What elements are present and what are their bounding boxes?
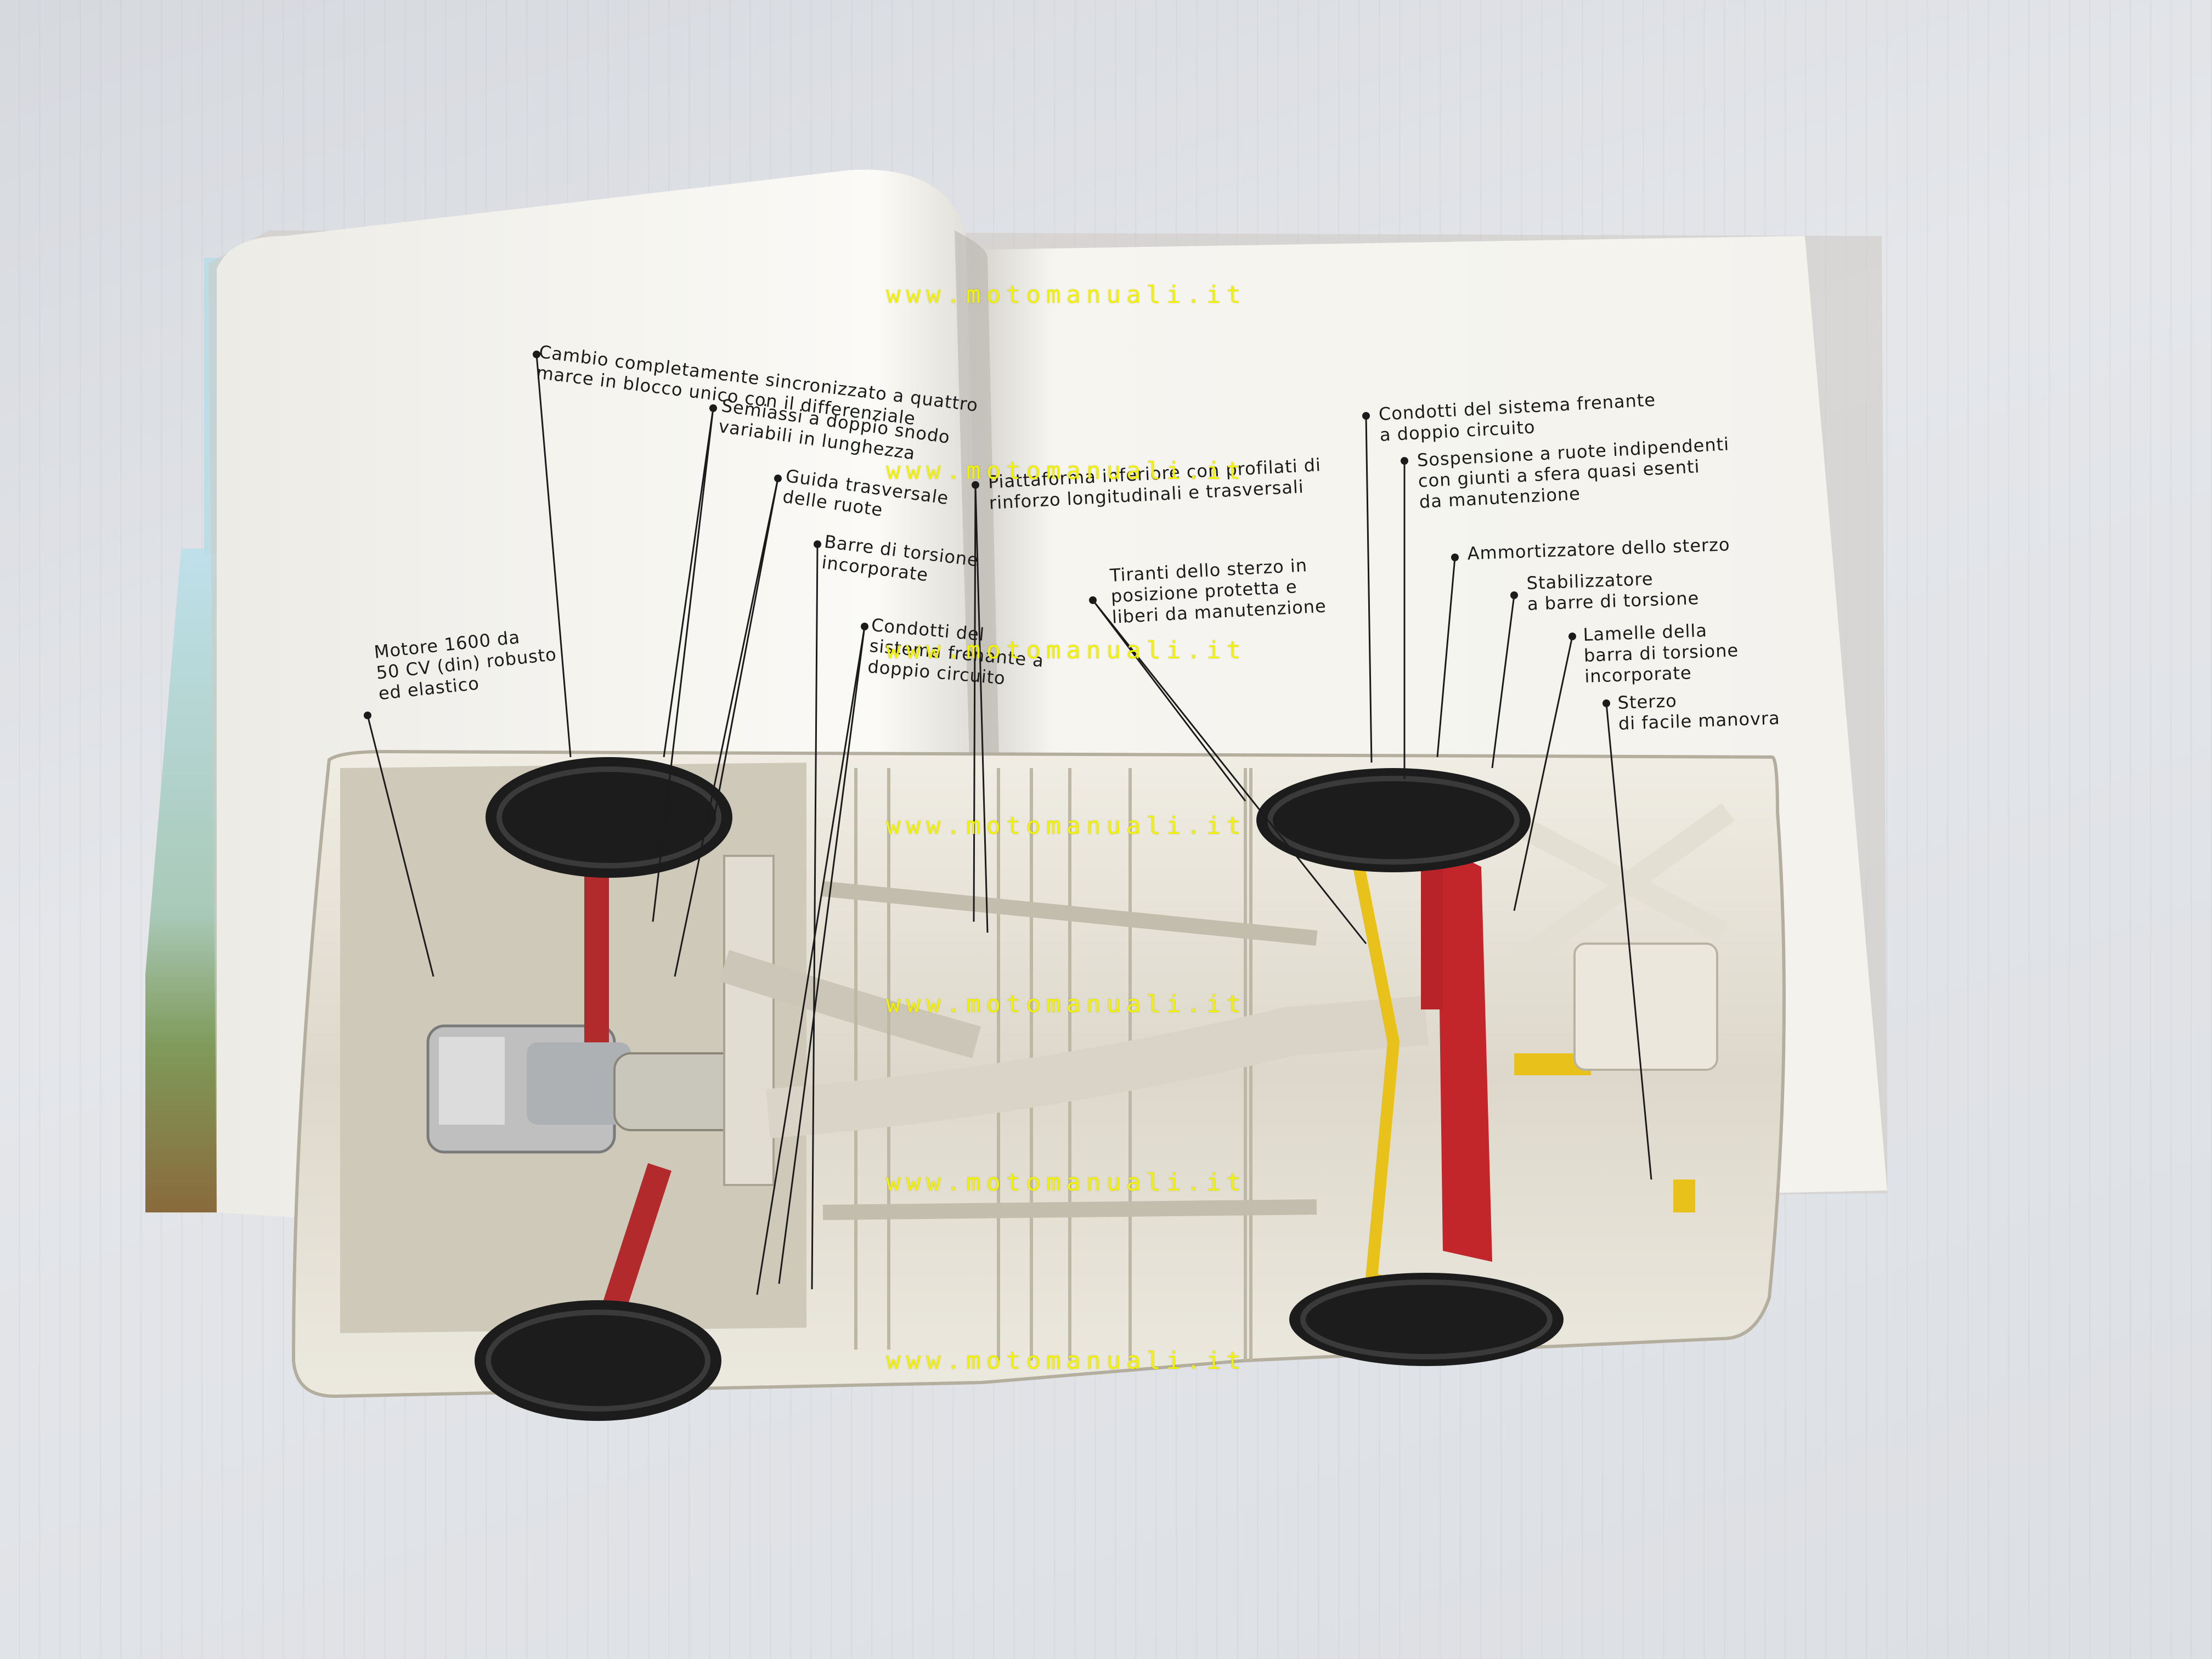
watermark: www.motomanuali.it	[886, 1347, 1246, 1375]
rear-right-tire	[475, 1300, 721, 1421]
rear-left-tire	[486, 757, 732, 878]
leader-lines	[366, 354, 1652, 1295]
watermark: www.motomanuali.it	[886, 457, 1246, 485]
brochure-cover	[145, 549, 217, 1212]
watermark: www.motomanuali.it	[886, 1169, 1246, 1197]
label-lamelle: Lamelle della barra di torsione incorpor…	[1583, 620, 1739, 687]
watermark: www.motomanuali.it	[886, 812, 1246, 840]
front-right-tire	[1289, 1273, 1564, 1366]
label-sterzo: Sterzo di facile manovra	[1617, 690, 1781, 734]
watermark: www.motomanuali.it	[886, 636, 1246, 664]
leader-dots	[364, 351, 1610, 719]
front-left-tire	[1256, 768, 1531, 872]
label-tiranti: Tiranti dello sterzo in posizione protet…	[1109, 555, 1327, 628]
label-stabilizzatore: Stabilizzatore a barre di torsione	[1526, 568, 1700, 614]
watermark: www.motomanuali.it	[886, 990, 1246, 1018]
car-underbody	[291, 749, 1786, 1421]
watermark: www.motomanuali.it	[886, 281, 1246, 309]
